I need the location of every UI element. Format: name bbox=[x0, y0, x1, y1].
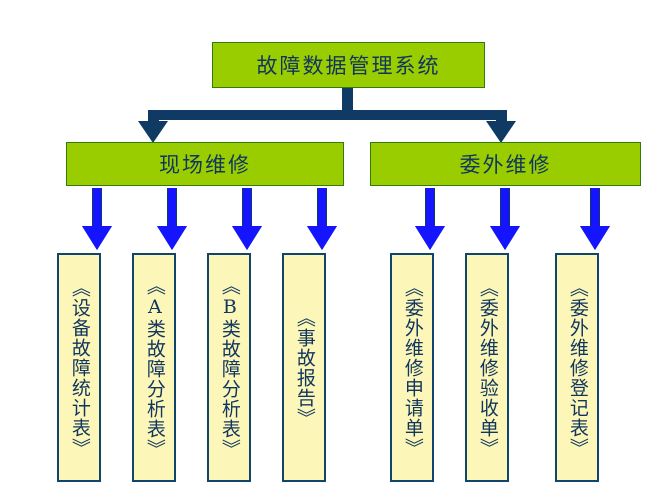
arrow-shaft bbox=[317, 188, 327, 228]
arrow-left-branch-1 bbox=[82, 188, 112, 250]
arrow-right-branch-3 bbox=[580, 188, 610, 250]
branch-node-onsite-repair[interactable]: 现场维修 bbox=[66, 142, 344, 186]
arrow-shaft bbox=[500, 188, 510, 228]
leaf-node-class-b-fault-analysis[interactable]: 《B类故障分析表》 bbox=[207, 253, 251, 482]
arrow-head bbox=[307, 226, 337, 250]
leaf-node-label: 《委外维修登记表》 bbox=[566, 277, 589, 458]
branch-node-outsourced-repair[interactable]: 委外维修 bbox=[370, 142, 641, 186]
branch-node-label-left: 现场维修 bbox=[159, 153, 251, 177]
arrow-shaft bbox=[590, 188, 600, 228]
arrow-shaft bbox=[167, 188, 177, 228]
leaf-node-label: 《事故报告》 bbox=[293, 307, 316, 428]
leaf-node-accident-report[interactable]: 《事故报告》 bbox=[282, 253, 326, 482]
leaf-node-label: 《设备故障统计表》 bbox=[68, 277, 91, 458]
leaf-node-equipment-fault-statistics[interactable]: 《设备故障统计表》 bbox=[57, 253, 101, 482]
leaf-node-class-a-fault-analysis[interactable]: 《A类故障分析表》 bbox=[132, 253, 176, 482]
arrow-head bbox=[490, 226, 520, 250]
arrow-shaft bbox=[92, 188, 102, 228]
connector-root-crossbar bbox=[148, 110, 507, 120]
connector-root-drop-right bbox=[496, 110, 507, 122]
leaf-node-label: 《委外维修申请单》 bbox=[401, 277, 424, 458]
connector-root-stem bbox=[342, 88, 353, 111]
arrow-head bbox=[232, 226, 262, 250]
arrow-shaft bbox=[242, 188, 252, 228]
arrowhead-to-branch-left bbox=[138, 121, 168, 143]
leaf-node-label: 《B类故障分析表》 bbox=[218, 276, 241, 459]
connector-root-drop-left bbox=[148, 110, 159, 122]
arrow-left-branch-3 bbox=[232, 188, 262, 250]
arrow-right-branch-1 bbox=[415, 188, 445, 250]
arrow-shaft bbox=[425, 188, 435, 228]
arrow-head bbox=[82, 226, 112, 250]
leaf-node-label: 《A类故障分析表》 bbox=[143, 276, 166, 459]
branch-node-label-right: 委外维修 bbox=[459, 153, 552, 177]
arrow-left-branch-4 bbox=[307, 188, 337, 250]
arrow-head bbox=[580, 226, 610, 250]
arrow-head bbox=[157, 226, 187, 250]
leaf-node-label: 《委外维修验收单》 bbox=[476, 277, 499, 458]
arrowhead-to-branch-right bbox=[486, 121, 516, 143]
root-node-label: 故障数据管理系统 bbox=[256, 54, 441, 78]
arrow-left-branch-2 bbox=[157, 188, 187, 250]
root-node-fault-data-management-system[interactable]: 故障数据管理系统 bbox=[212, 42, 485, 88]
arrow-head bbox=[415, 226, 445, 250]
arrow-right-branch-2 bbox=[490, 188, 520, 250]
leaf-node-outsourced-repair-registration[interactable]: 《委外维修登记表》 bbox=[555, 253, 599, 482]
leaf-node-outsourced-repair-acceptance[interactable]: 《委外维修验收单》 bbox=[465, 253, 509, 482]
leaf-node-outsourced-repair-application[interactable]: 《委外维修申请单》 bbox=[390, 253, 434, 482]
